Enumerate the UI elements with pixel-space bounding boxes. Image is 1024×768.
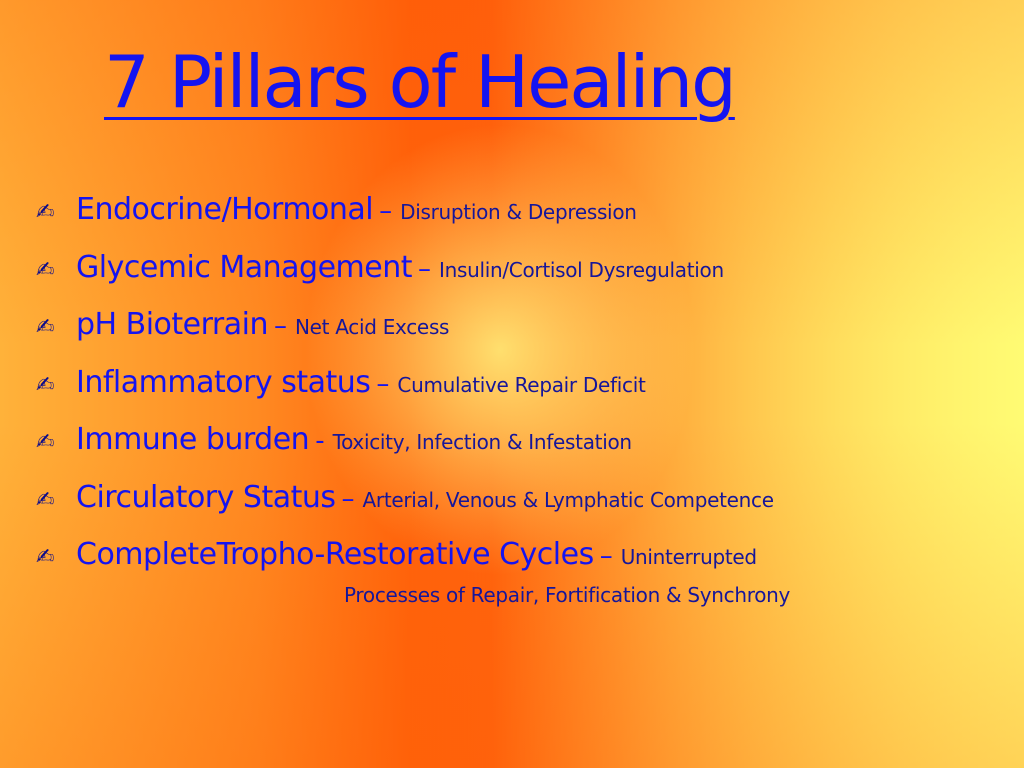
list-item: ✍ CompleteTropho-Restorative Cycles – Un… xyxy=(36,537,996,595)
pillar-separator: – xyxy=(599,541,613,571)
pillar-name: pH Bioterrain xyxy=(76,307,269,342)
list-item: ✍ Glycemic Management – Insulin/Cortisol… xyxy=(36,250,996,308)
pillar-name: Immune burden xyxy=(76,422,310,457)
writing-hand-icon: ✍ xyxy=(36,200,55,225)
pillar-description: Uninterrupted xyxy=(620,545,757,569)
writing-hand-icon: ✍ xyxy=(36,430,55,455)
pillar-description: Net Acid Excess xyxy=(295,315,450,339)
writing-hand-icon: ✍ xyxy=(36,315,55,340)
pillar-separator: - xyxy=(315,426,325,456)
pillar-separator: – xyxy=(379,196,393,226)
writing-hand-icon: ✍ xyxy=(36,372,55,398)
pillar-name: Glycemic Management xyxy=(76,249,413,285)
list-item: ✍ Immune burden - Toxicity, Infection & … xyxy=(36,422,996,480)
pillar-description: Insulin/Cortisol Dysregulation xyxy=(439,257,724,282)
pillar-separator: – xyxy=(274,311,288,341)
pillar-name: Endocrine/Hormonal xyxy=(76,192,374,227)
list-item: ✍ pH Bioterrain – Net Acid Excess xyxy=(36,307,996,365)
pillar-description: Cumulative Repair Deficit xyxy=(397,372,646,397)
writing-hand-icon: ✍ xyxy=(36,257,55,283)
pillar-description: Disruption & Depression xyxy=(400,200,637,224)
pillar-name: Inflammatory status xyxy=(76,364,371,400)
slide-title: 7 Pillars of Healing xyxy=(104,40,737,124)
pillar-separator: – xyxy=(418,253,431,284)
pillar-description-continued: Processes of Repair, Fortification & Syn… xyxy=(344,583,791,607)
list-item: ✍ Circulatory Status – Arterial, Venous … xyxy=(36,480,996,538)
pillar-separator: – xyxy=(341,483,355,514)
pillar-name: Circulatory Status xyxy=(76,479,336,515)
pillar-description: Toxicity, Infection & Infestation xyxy=(332,430,632,454)
pillar-list: ✍ Endocrine/Hormonal – Disruption & Depr… xyxy=(36,192,996,595)
list-item: ✍ Inflammatory status – Cumulative Repai… xyxy=(36,365,996,423)
pillar-separator: – xyxy=(376,368,390,399)
pillar-description: Arterial, Venous & Lymphatic Competence xyxy=(362,487,775,512)
writing-hand-icon: ✍ xyxy=(36,545,55,570)
pillar-name: CompleteTropho-Restorative Cycles xyxy=(76,537,594,572)
writing-hand-icon: ✍ xyxy=(36,487,55,513)
list-item: ✍ Endocrine/Hormonal – Disruption & Depr… xyxy=(36,192,996,250)
